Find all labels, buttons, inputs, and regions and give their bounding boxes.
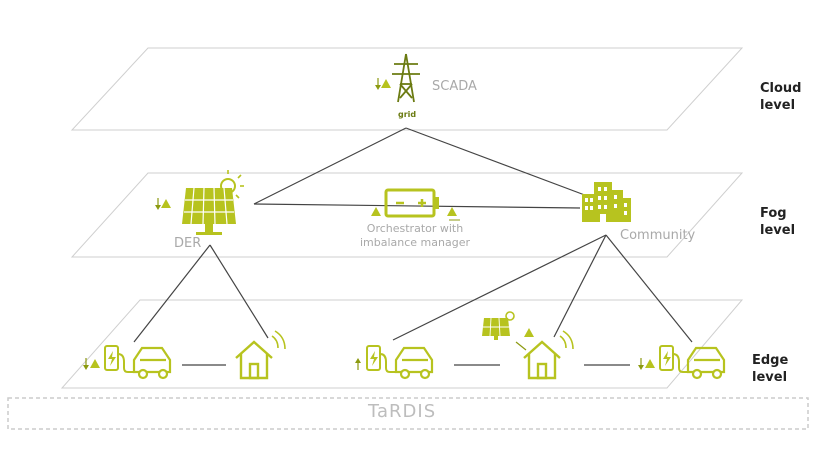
link-community-home-mid [553, 234, 607, 338]
buildings-icon [582, 182, 631, 222]
cloud-level-plane [70, 47, 744, 131]
link-grid-community [405, 127, 591, 198]
orchestrator-label: Orchestrator with imbalance manager [359, 222, 471, 249]
solar-panel-icon [182, 170, 244, 235]
fog-level-label: Fog level [760, 206, 796, 238]
connections [133, 127, 693, 366]
fog-level-plane [70, 172, 744, 258]
warning-icon [90, 359, 100, 368]
mid-charger-arrow-icon [355, 358, 361, 370]
warning-icon [524, 328, 534, 337]
der-label: DER [174, 236, 202, 251]
warning-icon [447, 207, 457, 216]
platform-frame [7, 397, 809, 430]
link-der-community [253, 203, 581, 209]
car-icon [394, 346, 434, 380]
arrow-icon [515, 341, 527, 351]
der-alert-arrow-icon [155, 198, 171, 210]
smart-home-icon [235, 330, 286, 380]
scada-label: SCADA [432, 79, 477, 94]
left-charger-alert-icon [83, 358, 100, 370]
edge-level-plane [60, 299, 744, 389]
right-charger-alert-icon [638, 358, 655, 370]
solar-panel-icon [482, 311, 515, 340]
ev-charger-icon [366, 345, 396, 373]
link-grid-der [253, 127, 407, 205]
link-der-home-left [209, 244, 269, 339]
edge-level-label: Edge level [752, 353, 789, 385]
community-label: Community [620, 228, 696, 243]
grid-alert-arrow-icon [375, 78, 391, 90]
platform-label: TaRDIS [368, 401, 437, 422]
ev-charger-icon [104, 345, 134, 373]
battery-icon [384, 188, 439, 218]
grid-label: grid [398, 110, 417, 119]
link-community-charger-mid [392, 234, 607, 341]
link-community-charger-right [605, 234, 693, 343]
car-icon [132, 346, 172, 380]
cloud-level-label: Cloud level [760, 81, 802, 113]
warning-icon [381, 79, 391, 88]
ev-charger-icon [659, 345, 689, 373]
smart-home-icon [523, 330, 574, 380]
transmission-tower-icon [392, 53, 420, 103]
warning-icon [645, 359, 655, 368]
warning-icon [161, 199, 171, 208]
warning-icon [371, 207, 381, 216]
link-der-charger-left [133, 244, 211, 343]
car-icon [686, 346, 726, 380]
